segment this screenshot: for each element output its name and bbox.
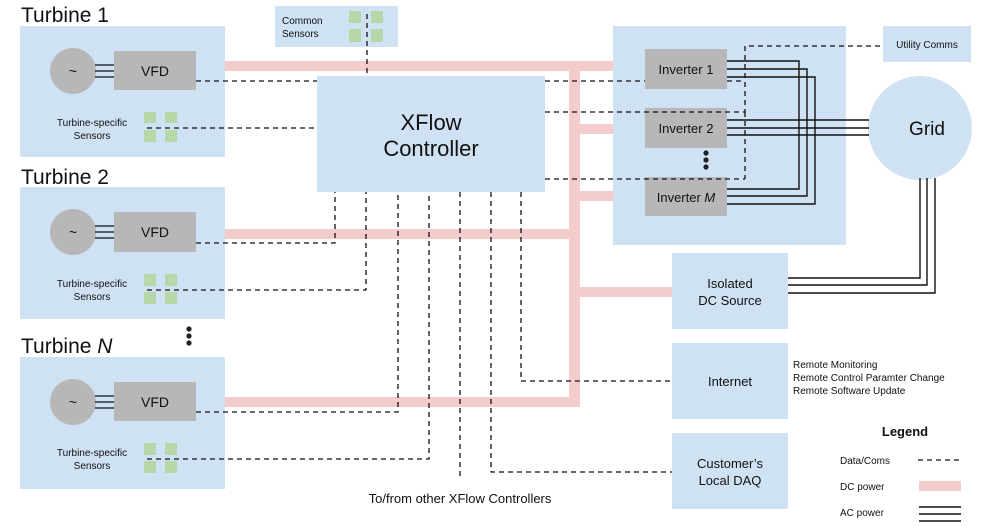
vfd-box <box>114 51 196 90</box>
dc-source-label: Isolated <box>707 276 753 291</box>
dc-line-turbine-n <box>224 397 580 407</box>
local-daq-box <box>672 433 788 509</box>
turbine-n-box <box>20 357 225 489</box>
sensor-icons <box>144 274 177 304</box>
dc-source-box <box>672 253 788 329</box>
generator-symbol: ~ <box>69 394 77 410</box>
inverter-1-box <box>645 49 727 89</box>
inverter-m-box <box>645 177 727 216</box>
dc-vertical-bus <box>569 66 580 407</box>
legend-swatch-ac <box>919 506 961 522</box>
common-sensors-label: Common <box>282 16 323 27</box>
dc-line-inverter-2 <box>575 124 645 134</box>
legend-label-dc: DC power <box>840 482 885 493</box>
sensors-label-2: Sensors <box>74 461 111 472</box>
legend-swatch-dc <box>919 481 961 491</box>
utility-comms-label: Utility Comms <box>896 40 958 51</box>
vfd-label: VFD <box>141 224 169 240</box>
inverter-1-label: Inverter 1 <box>659 62 714 77</box>
local-daq-label-2: Local DAQ <box>699 473 762 488</box>
xflow-controller: XFlow Controller <box>317 76 545 192</box>
common-sensors-label-2: Sensors <box>282 29 319 40</box>
utility-comms-box <box>883 26 971 62</box>
sensor-icons <box>144 443 177 473</box>
generator-symbol: ~ <box>69 63 77 79</box>
turbine-2-box <box>20 187 225 319</box>
inverter-m-label: Inverter M <box>657 190 716 205</box>
dc-line-dc-source <box>575 287 672 297</box>
turbine-1: Turbine 1 ~ VFD Turbine-specific Sensors <box>20 4 225 157</box>
dc-power-bus <box>224 61 672 407</box>
dc-source: Isolated DC Source <box>672 253 788 329</box>
grid-label: Grid <box>909 119 945 140</box>
sensors-label: Turbine-specific <box>57 118 127 129</box>
legend-label-ac: AC power <box>840 508 885 519</box>
dc-line-turbine-2 <box>224 229 574 239</box>
internet-note: Remote Software Update <box>793 386 906 397</box>
other-controllers-label: To/from other XFlow Controllers <box>369 491 552 506</box>
ac-link-gen-vfd <box>95 64 114 78</box>
local-daq: Customer’s Local DAQ <box>672 433 788 509</box>
turbine-n-title: Turbine N <box>21 335 113 358</box>
vfd-label: VFD <box>141 394 169 410</box>
turbine-2: Turbine 2 ~ VFD Turbine-specific Sensors <box>20 166 225 319</box>
internet-box <box>672 343 788 419</box>
controller-label-2: Controller <box>383 136 478 161</box>
sensor-icons <box>349 11 383 42</box>
ac-power-lines <box>727 60 936 294</box>
dc-line-turbine-1 <box>224 61 644 71</box>
sensors-label-2: Sensors <box>74 292 111 303</box>
legend-title: Legend <box>882 424 928 439</box>
internet-note: Remote Monitoring <box>793 360 877 371</box>
inverter-2-box <box>645 108 727 148</box>
controller-label: XFlow <box>400 110 461 135</box>
sensors-label-2: Sensors <box>74 131 111 142</box>
sensor-icons <box>144 112 177 142</box>
ac-link-gen-vfd <box>95 395 114 409</box>
vfd-box <box>114 382 196 421</box>
sensors-label: Turbine-specific <box>57 448 127 459</box>
ac-link-gen-vfd <box>95 225 114 239</box>
turbine-1-title: Turbine 1 <box>21 4 109 27</box>
sensors-label: Turbine-specific <box>57 279 127 290</box>
legend: Legend Data/Coms DC power AC power <box>840 424 961 522</box>
vfd-label: VFD <box>141 63 169 79</box>
data-coms-lines <box>147 14 883 480</box>
more-turbines-ellipsis-icon <box>186 326 192 346</box>
generator-icon <box>50 379 96 425</box>
utility-comms: Utility Comms <box>883 26 971 62</box>
dc-line-inverter-m <box>575 191 645 201</box>
turbine-2-title: Turbine 2 <box>21 166 109 189</box>
inverter-2-label: Inverter 2 <box>659 121 714 136</box>
local-daq-label: Customer’s <box>697 456 763 471</box>
internet: Internet Remote Monitoring Remote Contro… <box>672 343 945 419</box>
internet-note: Remote Control Paramter Change <box>793 373 945 384</box>
legend-label-data: Data/Coms <box>840 456 890 467</box>
turbine-n: Turbine N ~ VFD Turbine-specific Sensors <box>20 335 225 489</box>
generator-icon <box>50 209 96 255</box>
common-sensors: Common Sensors <box>275 6 398 47</box>
generator-symbol: ~ <box>69 224 77 240</box>
turbine-1-box <box>20 26 225 157</box>
dc-source-label-2: DC Source <box>698 293 762 308</box>
controller-box <box>317 76 545 192</box>
internet-label: Internet <box>708 374 752 389</box>
grid: Grid <box>868 76 972 180</box>
more-inverters-ellipsis-icon <box>703 150 709 170</box>
grid-circle <box>868 76 972 180</box>
vfd-box <box>114 212 196 252</box>
generator-icon <box>50 48 96 94</box>
